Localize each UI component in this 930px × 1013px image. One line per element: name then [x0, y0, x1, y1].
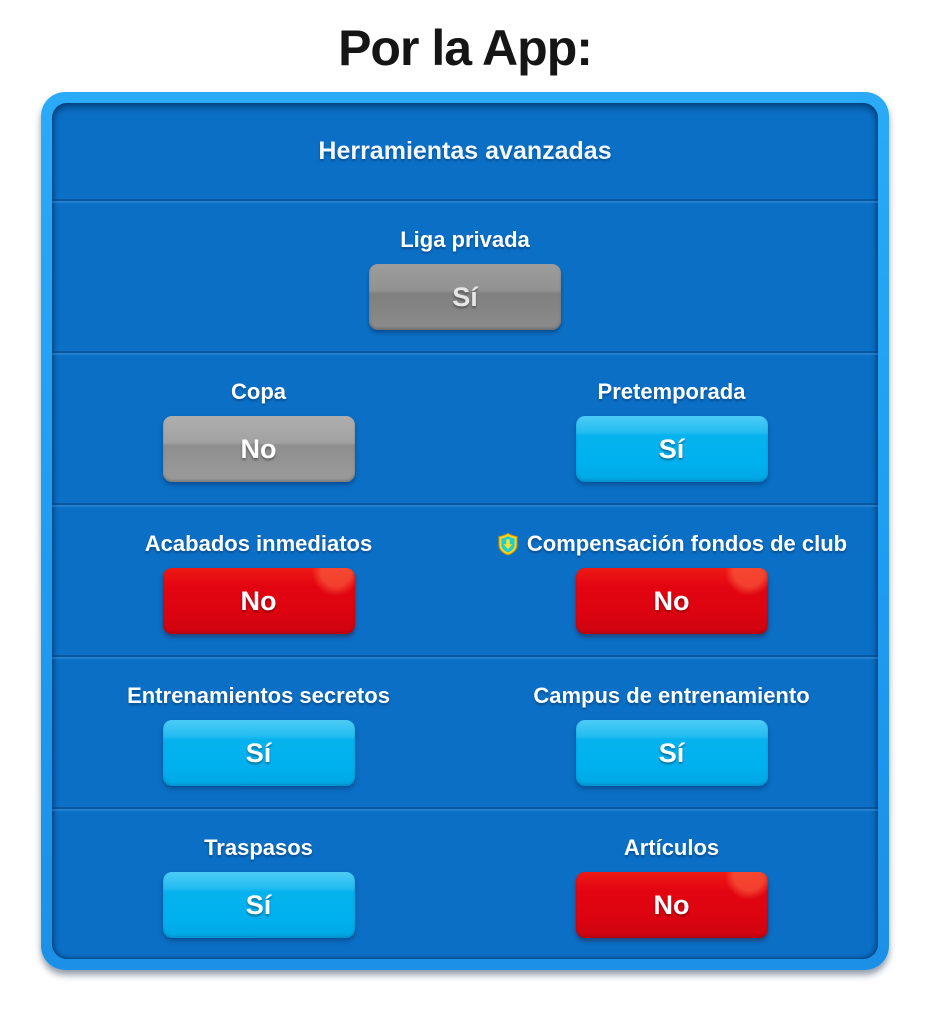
field-copa: Copa No — [52, 353, 465, 503]
field-label-entrenamientos-secretos: Entrenamientos secretos — [127, 683, 390, 708]
field-entrenamientos-secretos: Entrenamientos secretos Sí — [52, 657, 465, 807]
field-label-campus-entrenamiento: Campus de entrenamiento — [533, 683, 810, 708]
field-acabados-inmediatos: Acabados inmediatos No — [52, 505, 465, 655]
toggle-acabados-inmediatos[interactable]: No — [162, 568, 355, 634]
toggle-liga-privada[interactable]: Sí — [369, 264, 561, 330]
field-liga-privada: Liga privada Sí — [52, 201, 878, 351]
section-acabados-compensacion: Acabados inmediatos No Compensación fond… — [52, 503, 878, 655]
section-liga-privada: Liga privada Sí — [52, 199, 878, 351]
field-label-copa: Copa — [231, 379, 286, 404]
advanced-tools-panel-inner: Herramientas avanzadas Liga privada Sí C… — [52, 103, 878, 959]
field-articulos: Artículos No — [465, 809, 878, 959]
field-pretemporada: Pretemporada Sí — [465, 353, 878, 503]
section-entrenamientos-campus: Entrenamientos secretos Sí Campus de ent… — [52, 655, 878, 807]
advanced-tools-panel: Herramientas avanzadas Liga privada Sí C… — [41, 92, 889, 970]
section-copa-pretemporada: Copa No Pretemporada Sí — [52, 351, 878, 503]
panel-header-title: Herramientas avanzadas — [318, 136, 612, 165]
panel-header-section: Herramientas avanzadas — [52, 103, 878, 199]
toggle-copa[interactable]: No — [162, 416, 355, 482]
club-funds-icon — [496, 532, 520, 556]
toggle-campus-entrenamiento[interactable]: Sí — [575, 720, 768, 786]
toggle-traspasos[interactable]: Sí — [162, 872, 355, 938]
field-label-compensacion-fondos: Compensación fondos de club — [496, 531, 847, 557]
toggle-entrenamientos-secretos[interactable]: Sí — [162, 720, 355, 786]
field-label-articulos: Artículos — [623, 835, 720, 860]
toggle-articulos[interactable]: No — [575, 872, 768, 938]
section-traspasos-articulos: Traspasos Sí Artículos No — [52, 807, 878, 959]
page-title: Por la App: — [338, 20, 593, 76]
toggle-pretemporada[interactable]: Sí — [575, 416, 768, 482]
field-label-acabados-inmediatos: Acabados inmediatos — [144, 531, 373, 556]
field-campus-entrenamiento: Campus de entrenamiento Sí — [465, 657, 878, 807]
toggle-compensacion-fondos[interactable]: No — [575, 568, 768, 634]
field-label-pretemporada: Pretemporada — [597, 379, 746, 404]
field-compensacion-fondos: Compensación fondos de club No — [465, 505, 878, 655]
field-label-traspasos: Traspasos — [204, 835, 313, 860]
field-traspasos: Traspasos Sí — [52, 809, 465, 959]
field-label-compensacion-fondos-text: Compensación fondos de club — [526, 531, 848, 556]
field-label-liga-privada: Liga privada — [400, 227, 530, 252]
